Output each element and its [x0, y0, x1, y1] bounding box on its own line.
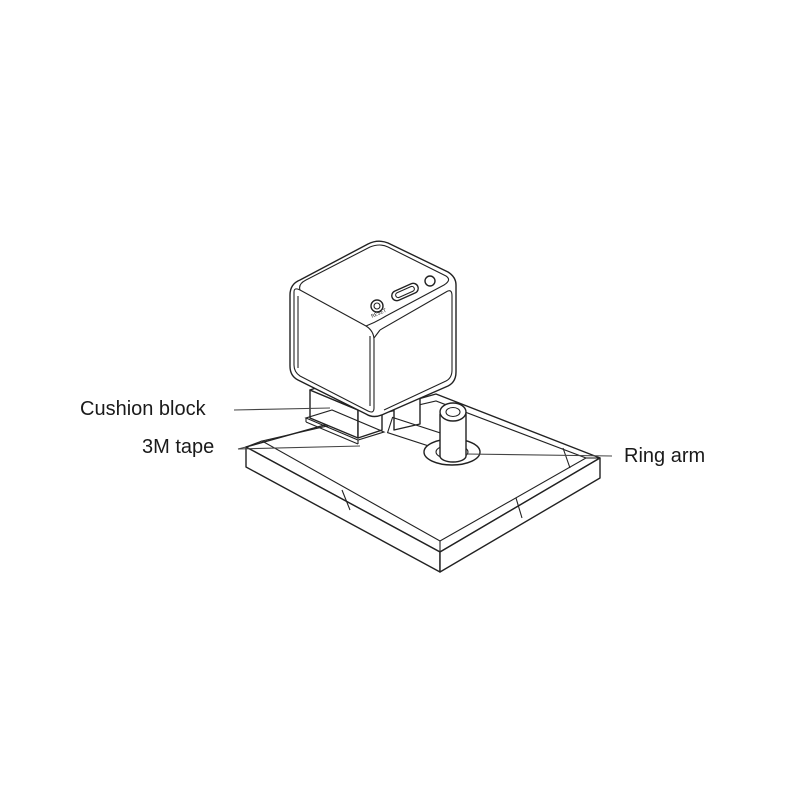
cube-device: RESET	[289, 240, 457, 418]
tape-layer	[304, 409, 386, 445]
leader-tape	[237, 445, 361, 450]
leader-ring-arm	[465, 453, 613, 457]
tape-label: 3M tape	[142, 436, 215, 458]
cushion-block-label: Cushion block	[80, 398, 206, 420]
base-plate	[245, 393, 601, 573]
ring-arm-label: Ring arm	[624, 445, 706, 467]
leader-cushion-block	[233, 407, 331, 411]
ring-arm	[386, 402, 481, 466]
